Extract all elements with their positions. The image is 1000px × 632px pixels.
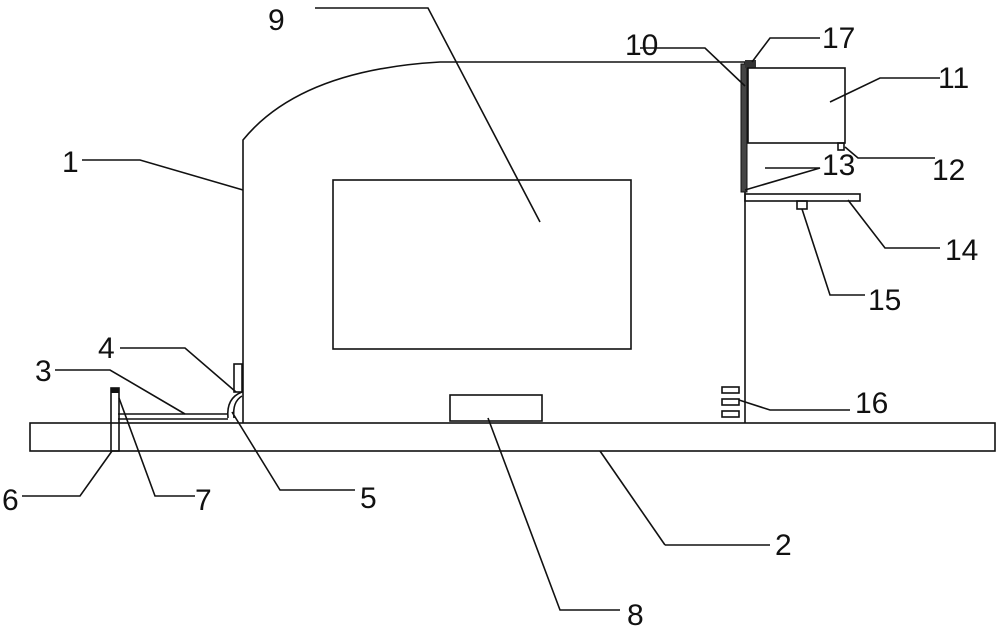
- post-cap: [111, 388, 119, 393]
- leader-4: [120, 347, 237, 393]
- label-3: 3: [35, 355, 52, 388]
- leader-3: [55, 369, 186, 415]
- upright-post: [110, 387, 120, 452]
- label-14: 14: [945, 234, 978, 267]
- housing-window: [332, 179, 632, 350]
- leader-12: [844, 146, 935, 159]
- label-5: 5: [360, 482, 377, 515]
- side-box: [747, 67, 846, 144]
- label-1: 1: [62, 146, 79, 179]
- leader-16: [738, 399, 850, 411]
- leader-1: [82, 159, 244, 191]
- side-shelf: [744, 193, 861, 202]
- label-6: 6: [2, 484, 19, 517]
- top-cap: [745, 60, 756, 68]
- label-16: 16: [855, 387, 888, 420]
- side-bracket: [233, 363, 243, 393]
- vent-slot-1: [721, 386, 740, 394]
- label-11: 11: [938, 62, 969, 95]
- leader-13: [744, 167, 821, 191]
- label-10: 10: [625, 29, 658, 62]
- label-12: 12: [932, 154, 965, 187]
- leader-2: [599, 450, 666, 546]
- label-15: 15: [868, 284, 901, 317]
- leader-14: [847, 199, 940, 249]
- vent-slot-2: [721, 398, 740, 406]
- base-plate: [29, 422, 996, 452]
- small-tab: [837, 142, 845, 151]
- label-17: 17: [822, 22, 855, 55]
- label-8: 8: [627, 599, 644, 632]
- label-7: 7: [195, 484, 212, 517]
- label-2: 2: [775, 529, 792, 562]
- leader-17: [751, 37, 820, 63]
- rear-strip: [740, 63, 748, 193]
- vent-slot-3: [721, 410, 740, 418]
- leader-5: [231, 411, 355, 491]
- shelf-knob: [796, 200, 808, 210]
- leader-15: [801, 208, 865, 296]
- label-4: 4: [98, 332, 115, 365]
- leader-10: [640, 47, 746, 87]
- leader-8: [487, 417, 620, 611]
- label-13: 13: [822, 149, 855, 182]
- leader-11: [829, 77, 940, 103]
- leader-6: [22, 450, 113, 497]
- leader-9: [315, 7, 541, 223]
- label-9: 9: [268, 4, 285, 37]
- bottom-slot: [449, 394, 543, 422]
- leader-7: [118, 397, 195, 497]
- housing-body: [242, 61, 746, 423]
